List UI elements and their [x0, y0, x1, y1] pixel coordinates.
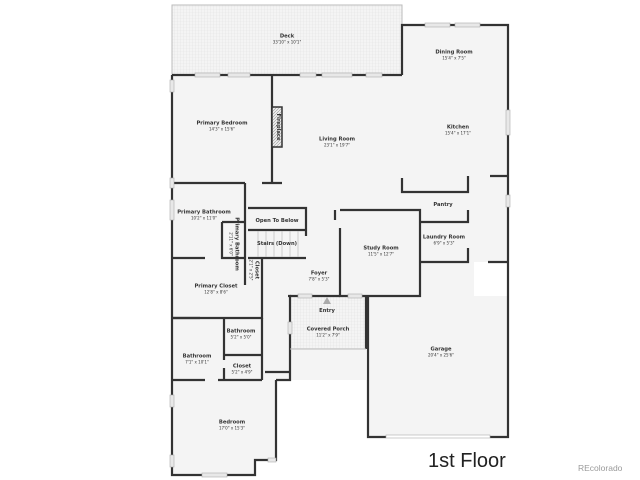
entry-arrow-icon: [323, 297, 331, 304]
room-open-to-below: Open To Below: [255, 218, 299, 225]
room-stairs: Stairs (Down): [256, 241, 298, 248]
floor-title: 1st Floor: [428, 450, 506, 472]
room-fireplace: Fireplace: [274, 113, 281, 141]
room-pantry: Pantry: [433, 202, 453, 209]
covered-porch-area: [290, 296, 366, 349]
brand-watermark: REcolorado: [578, 463, 623, 473]
room-entry: Entry: [319, 308, 335, 315]
garage-area: [368, 296, 508, 437]
deck-area: [171, 4, 403, 76]
